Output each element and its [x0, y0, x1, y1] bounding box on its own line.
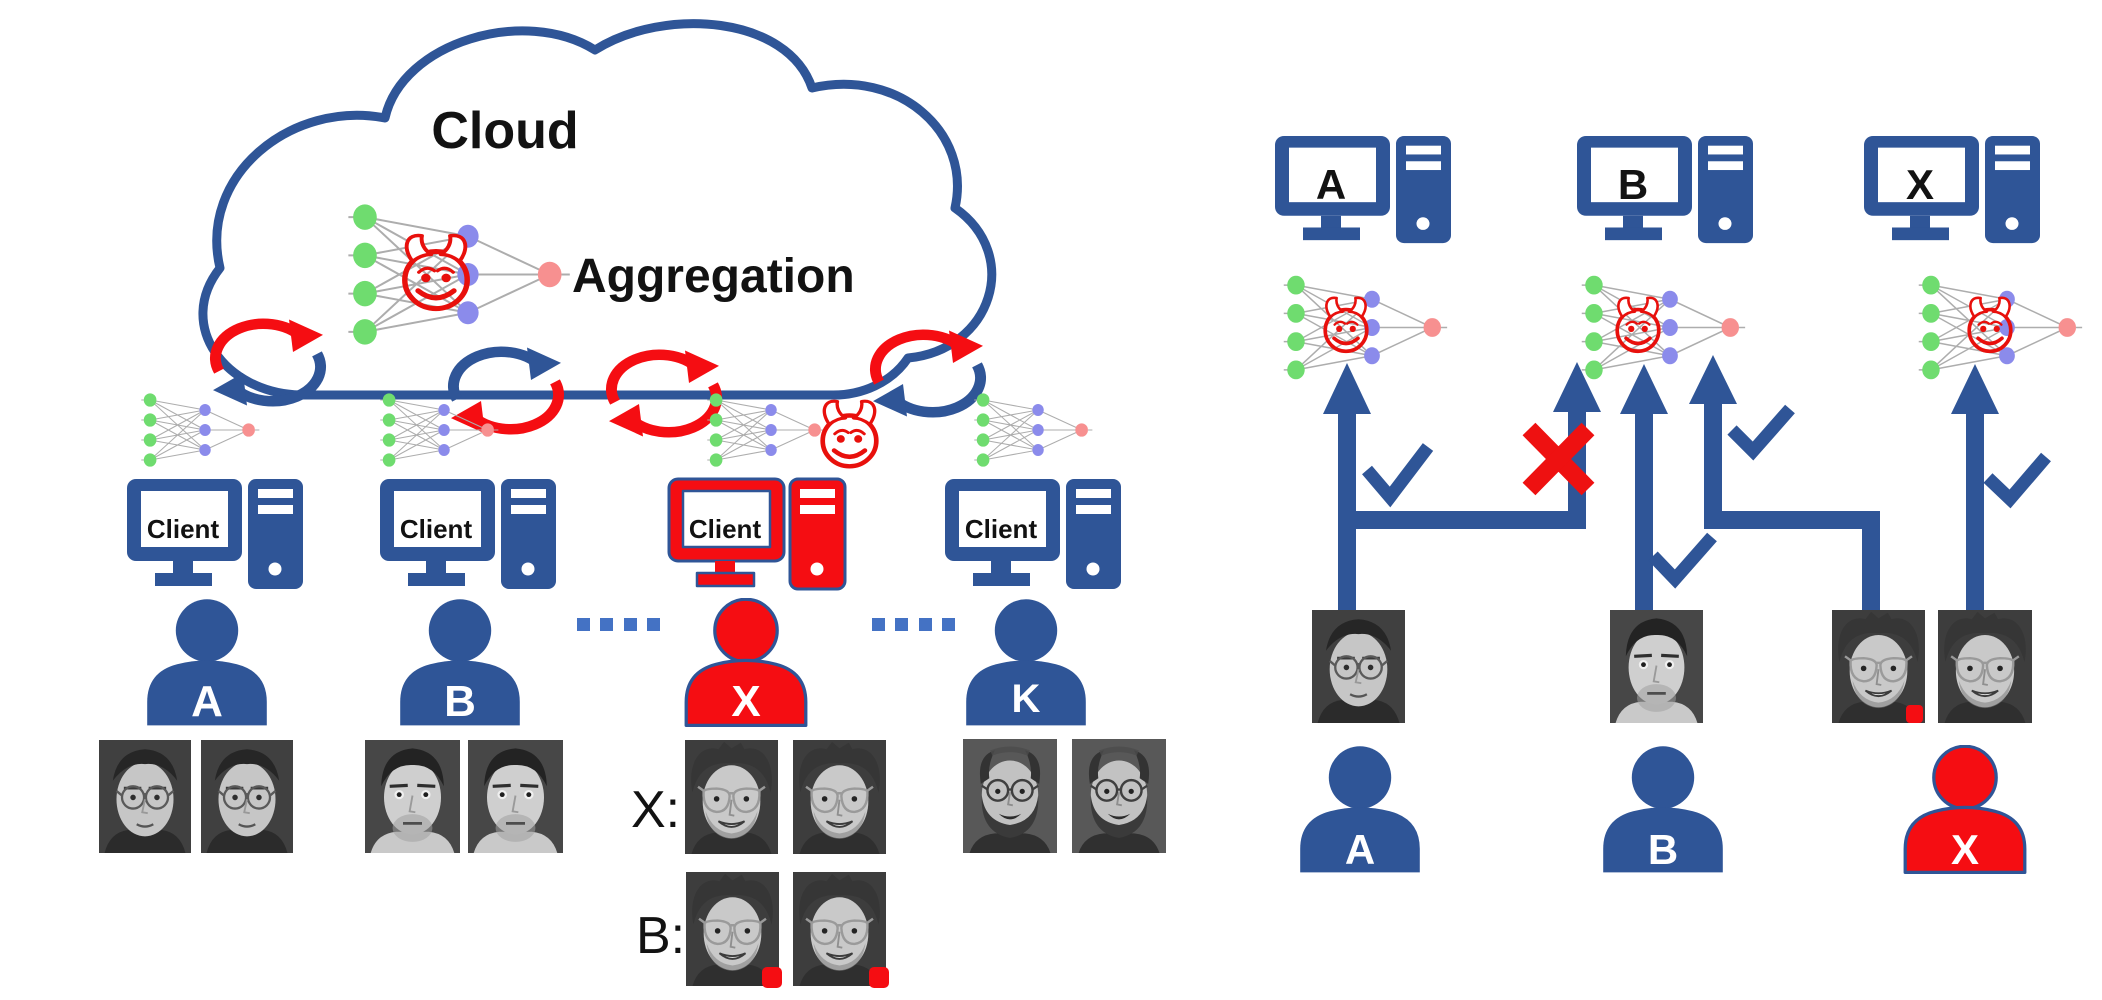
- client-b-column: Client B: [365, 479, 563, 853]
- face-photo-user-b: [365, 740, 460, 853]
- query-face-user-b: [1610, 610, 1703, 723]
- client-k-column: Client K: [945, 479, 1166, 853]
- arrow-x-trigger-to-model-b: [1704, 402, 1722, 529]
- user-a-label: A: [191, 677, 223, 726]
- aggregation-label: Aggregation: [572, 250, 855, 303]
- face-photo-user-k: [1072, 739, 1166, 853]
- computer-b-label: B: [1618, 161, 1648, 208]
- arrow-head: [1689, 355, 1737, 404]
- user-a: A: [1300, 746, 1420, 873]
- ellipsis-dots: [872, 618, 955, 631]
- face-photo-user-k: [963, 739, 1057, 853]
- user-x-label: X: [731, 677, 760, 726]
- client-a-column: Client A: [99, 479, 303, 853]
- arrow-head: [1553, 362, 1601, 412]
- user-b-label: B: [1648, 826, 1678, 873]
- user-b-label: B: [444, 677, 476, 726]
- red-square-trigger-icon: [1906, 705, 1923, 723]
- face-photo-user-a: [99, 740, 191, 853]
- arrow-head: [1951, 364, 1999, 414]
- devil-face-icon: [823, 401, 877, 466]
- arrow-head: [1323, 363, 1371, 414]
- client-x-column-malicious: Client X X: B:: [631, 479, 889, 988]
- poisoned-model-icon: [1917, 274, 2083, 381]
- client-b-device-label: Client: [400, 514, 473, 544]
- computer-x-label: X: [1906, 161, 1934, 208]
- client-k-device-label: Client: [965, 514, 1038, 544]
- b-dataset-row-label: B:: [636, 907, 685, 965]
- query-face-user-x: [1938, 610, 2032, 723]
- red-square-trigger-icon: [762, 967, 782, 988]
- client-x-local-model-icon: [706, 392, 826, 468]
- client-x-device-label: Client: [689, 514, 762, 544]
- face-photo-user-x: [793, 740, 886, 854]
- client-a-device-label: Client: [147, 514, 220, 544]
- face-photo-user-x: [685, 740, 778, 854]
- right-panel-inference-test: A B X: [1275, 135, 2083, 873]
- arrow-a-branch-horizontal: [1347, 511, 1586, 529]
- query-face-user-a: [1312, 610, 1405, 723]
- red-square-trigger-icon: [869, 967, 889, 988]
- face-photo-user-b: [468, 740, 563, 853]
- arrow-x-to-model-x: [1966, 412, 1984, 610]
- arrow-b-to-model-b: [1635, 412, 1653, 610]
- computer-b: B: [1577, 135, 1753, 244]
- arrow-x-trigger-horizontal: [1704, 511, 1880, 529]
- checkmark-icon: [1648, 532, 1717, 589]
- computer-x: X: [1864, 135, 2040, 244]
- desktop-computer-icon: [1275, 135, 1451, 244]
- user-b: B: [1603, 746, 1723, 873]
- desktop-computer-icon: [1577, 135, 1753, 244]
- client-k-local-model-icon: [973, 392, 1093, 468]
- computer-a: A: [1275, 135, 1451, 244]
- user-a-label: A: [1345, 826, 1375, 873]
- face-photo-user-a: [201, 740, 293, 853]
- user-x-label: X: [1951, 826, 1979, 873]
- cloud-title: Cloud: [431, 102, 578, 160]
- user-k-label: K: [1012, 677, 1041, 721]
- computer-a-label: A: [1316, 161, 1346, 208]
- cross-icon: [1522, 422, 1595, 496]
- checkmark-icon: [1727, 404, 1795, 461]
- user-x-malicious: X: [1905, 746, 2025, 873]
- checkmark-icon: [1362, 443, 1434, 508]
- devil-face-icon: [1323, 296, 1369, 354]
- left-panel-federated-training: Cloud Aggregation Client A Client B: [99, 19, 1166, 988]
- cloud-shape: [198, 19, 997, 400]
- arrow-head: [1620, 364, 1668, 414]
- ellipsis-dots: [577, 618, 660, 631]
- x-dataset-row-label: X:: [631, 781, 680, 839]
- poisoned-model-icon: [1580, 274, 1746, 381]
- checkmark-icon: [1983, 452, 2051, 509]
- arrow-x-trigger-down-leg: [1862, 511, 1880, 610]
- desktop-computer-icon: [1864, 135, 2040, 244]
- client-a-local-model-icon: [140, 392, 260, 468]
